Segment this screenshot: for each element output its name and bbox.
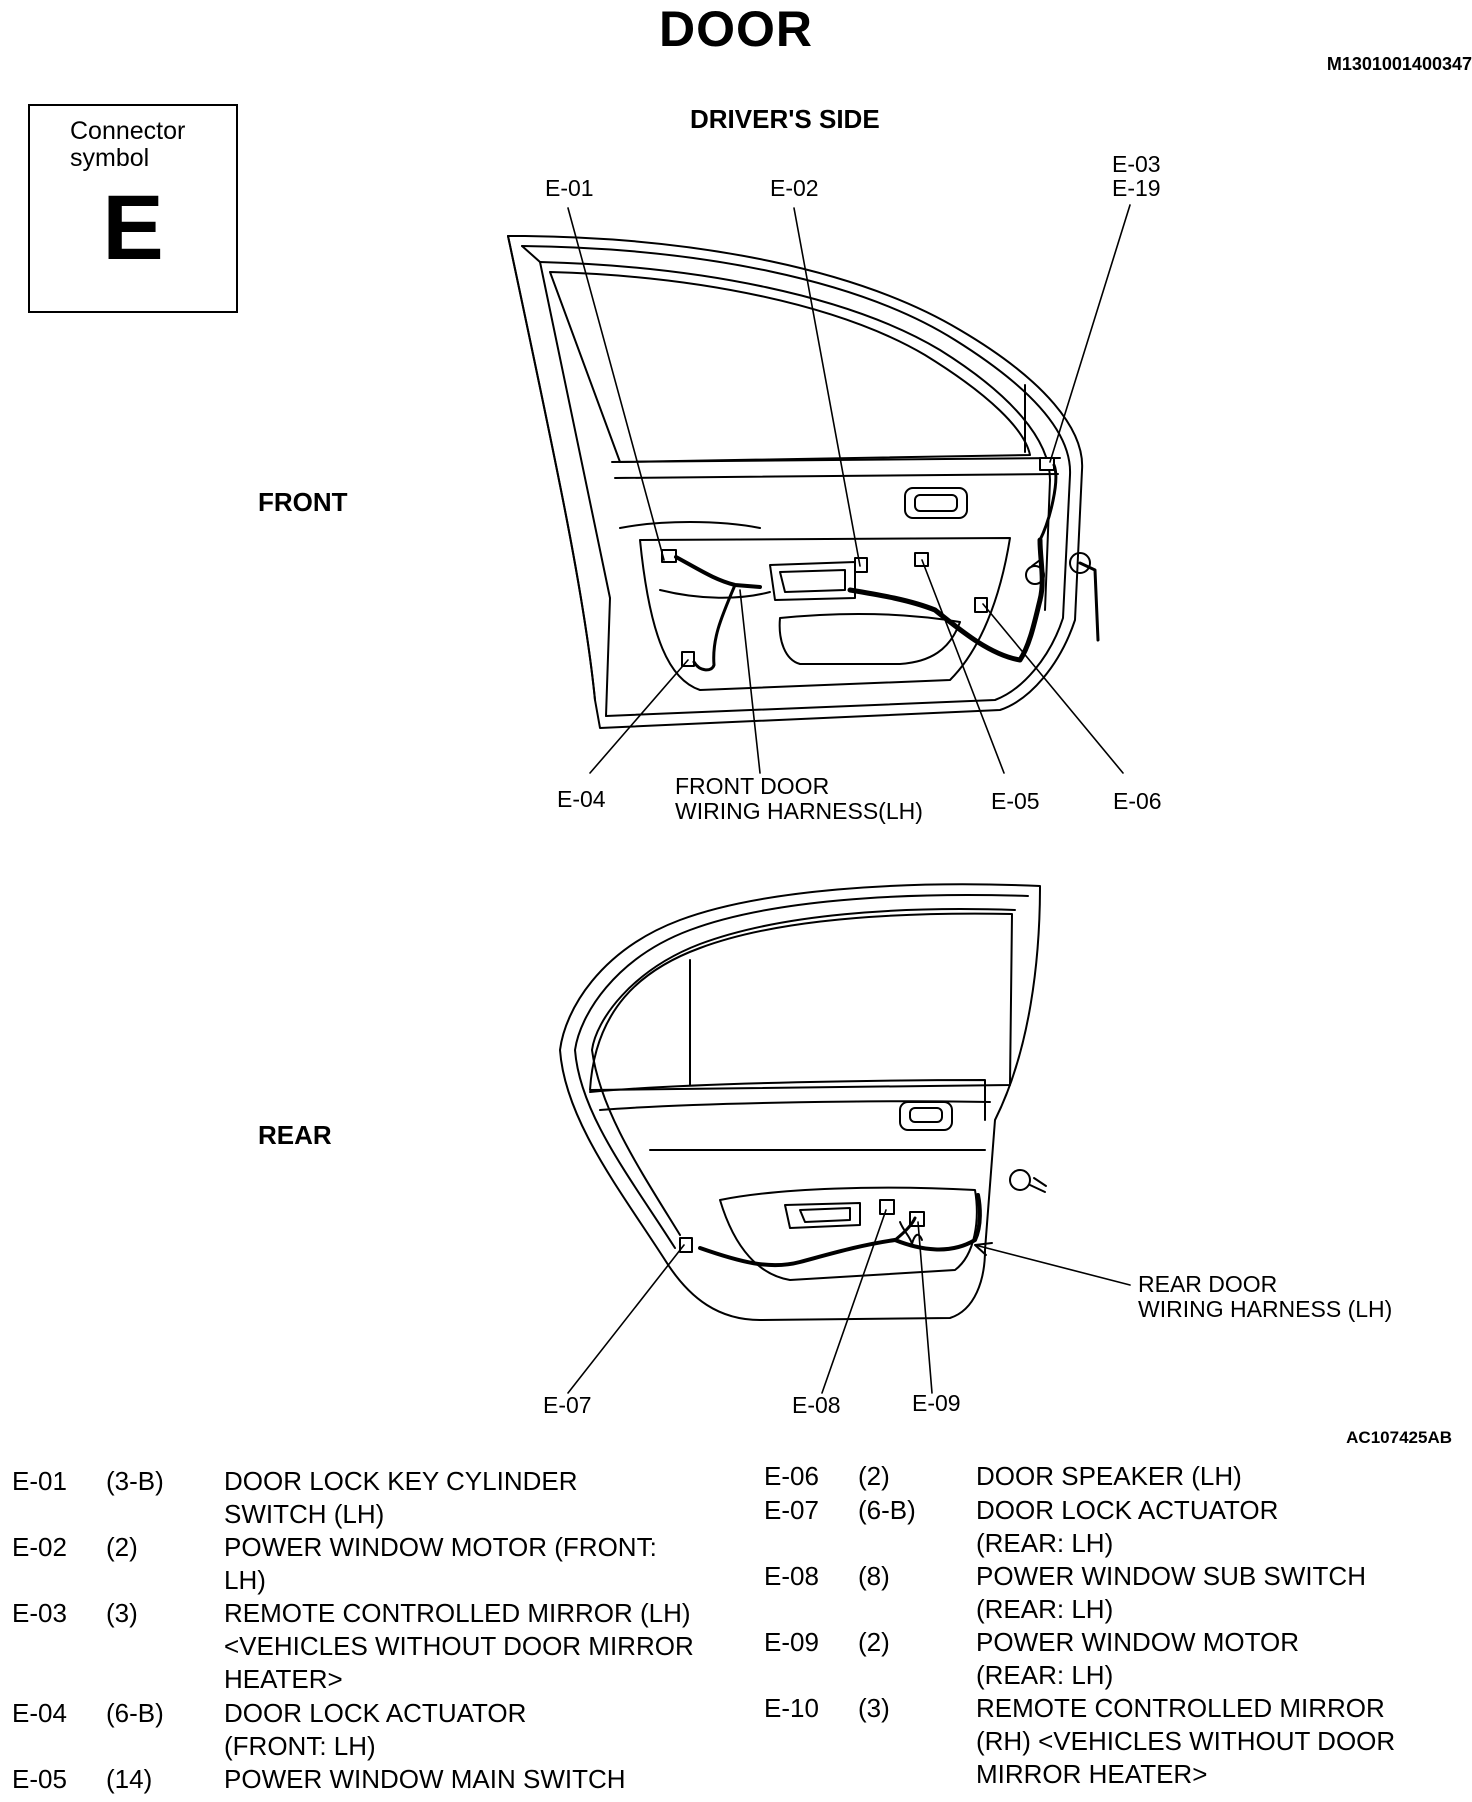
connector-pins: (6-B) xyxy=(106,1698,164,1728)
connector-pins: (6-B) xyxy=(858,1495,916,1525)
table-row: E-09 (2) POWER WINDOW MOTOR (REAR: LH) xyxy=(764,1626,1464,1692)
connector-symbol-letter: E xyxy=(102,177,164,279)
connector-id: E-01 xyxy=(12,1466,67,1496)
connector-pins: (2) xyxy=(858,1461,890,1491)
connector-symbol-box: Connector symbol E xyxy=(28,104,238,313)
connector-id: E-05 xyxy=(12,1764,67,1794)
rear-harness-label: REAR DOOR WIRING HARNESS (LH) xyxy=(1138,1272,1392,1322)
connector-description: POWER WINDOW MAIN SWITCH xyxy=(224,1764,626,1794)
page-title: DOOR xyxy=(659,1,813,57)
figure-code: AC107425AB xyxy=(1346,1428,1452,1447)
connector-description: REMOTE CONTROLLED MIRROR (LH) <VEHICLES … xyxy=(224,1598,694,1694)
table-row: E-08 (8) POWER WINDOW SUB SWITCH (REAR: … xyxy=(764,1560,1464,1626)
connector-description: POWER WINDOW MOTOR (FRONT: LH) xyxy=(224,1532,657,1595)
table-row: E-10 (3) REMOTE CONTROLLED MIRROR (RH) <… xyxy=(764,1692,1464,1792)
connector-table-left: E-01 (3-B) DOOR LOCK KEY CYLINDER SWITCH… xyxy=(12,1465,712,1797)
rear-harness-line2: WIRING HARNESS (LH) xyxy=(1138,1296,1393,1322)
connector-pins: (3) xyxy=(858,1693,890,1723)
connector-description: DOOR SPEAKER (LH) xyxy=(976,1461,1242,1491)
callout-e07: E-07 xyxy=(543,1392,592,1418)
connector-pins: (8) xyxy=(858,1561,890,1591)
connector-pins: (2) xyxy=(106,1532,138,1562)
table-row: E-04 (6-B) DOOR LOCK ACTUATOR (FRONT: LH… xyxy=(12,1697,712,1763)
callout-e01: E-01 xyxy=(545,175,594,201)
connector-id: E-03 xyxy=(12,1598,67,1628)
front-harness-label: FRONT DOOR WIRING HARNESS(LH) xyxy=(675,774,923,824)
connector-pins: (2) xyxy=(858,1627,890,1657)
table-row: E-05 (14) POWER WINDOW MAIN SWITCH xyxy=(12,1763,712,1797)
connector-id: E-09 xyxy=(764,1627,819,1657)
connector-description: DOOR LOCK ACTUATOR (FRONT: LH) xyxy=(224,1698,527,1761)
document-code: M1301001400347 xyxy=(1326,54,1472,74)
table-row: E-03 (3) REMOTE CONTROLLED MIRROR (LH) <… xyxy=(12,1597,712,1697)
connector-pins: (3-B) xyxy=(106,1466,164,1496)
table-row: E-07 (6-B) DOOR LOCK ACTUATOR (REAR: LH) xyxy=(764,1494,1464,1560)
front-harness-line1: FRONT DOOR xyxy=(675,773,830,799)
connector-id: E-06 xyxy=(764,1461,819,1491)
callout-e08: E-08 xyxy=(792,1392,841,1418)
front-heading: FRONT xyxy=(258,487,348,517)
rear-door-drawing xyxy=(559,883,1131,1394)
connector-table-right: E-06 (2) DOOR SPEAKER (LH) E-07 (6-B) DO… xyxy=(764,1460,1464,1792)
rear-harness-line1: REAR DOOR xyxy=(1138,1271,1278,1297)
callout-e02: E-02 xyxy=(770,175,819,201)
side-heading: DRIVER'S SIDE xyxy=(690,104,880,134)
callout-e05: E-05 xyxy=(991,788,1040,814)
front-door-drawing xyxy=(507,204,1131,774)
connector-pins: (14) xyxy=(106,1764,153,1794)
connector-description: POWER WINDOW MOTOR (REAR: LH) xyxy=(976,1627,1300,1690)
callout-e04: E-04 xyxy=(557,786,606,812)
connector-symbol-label: Connector symbol xyxy=(70,117,186,172)
table-row: E-01 (3-B) DOOR LOCK KEY CYLINDER SWITCH… xyxy=(12,1465,712,1531)
front-harness-line2: WIRING HARNESS(LH) xyxy=(675,798,923,824)
rear-heading: REAR xyxy=(258,1120,332,1150)
callout-e19: E-19 xyxy=(1112,175,1161,201)
connector-description: DOOR LOCK ACTUATOR (REAR: LH) xyxy=(976,1495,1279,1558)
connector-description: REMOTE CONTROLLED MIRROR (RH) <VEHICLES … xyxy=(976,1693,1396,1789)
connector-description: DOOR LOCK KEY CYLINDER SWITCH (LH) xyxy=(224,1466,578,1529)
table-row: E-02 (2) POWER WINDOW MOTOR (FRONT: LH) xyxy=(12,1531,712,1597)
connector-id: E-08 xyxy=(764,1561,819,1591)
connector-description: POWER WINDOW SUB SWITCH (REAR: LH) xyxy=(976,1561,1366,1624)
connector-id: E-04 xyxy=(12,1698,67,1728)
table-row: E-06 (2) DOOR SPEAKER (LH) xyxy=(764,1460,1464,1494)
callout-e03: E-03 xyxy=(1112,151,1161,177)
connector-id: E-07 xyxy=(764,1495,819,1525)
callout-e06: E-06 xyxy=(1113,788,1162,814)
callout-e09: E-09 xyxy=(912,1390,961,1416)
connector-id: E-02 xyxy=(12,1532,67,1562)
connector-id: E-10 xyxy=(764,1693,819,1723)
connector-pins: (3) xyxy=(106,1598,138,1628)
